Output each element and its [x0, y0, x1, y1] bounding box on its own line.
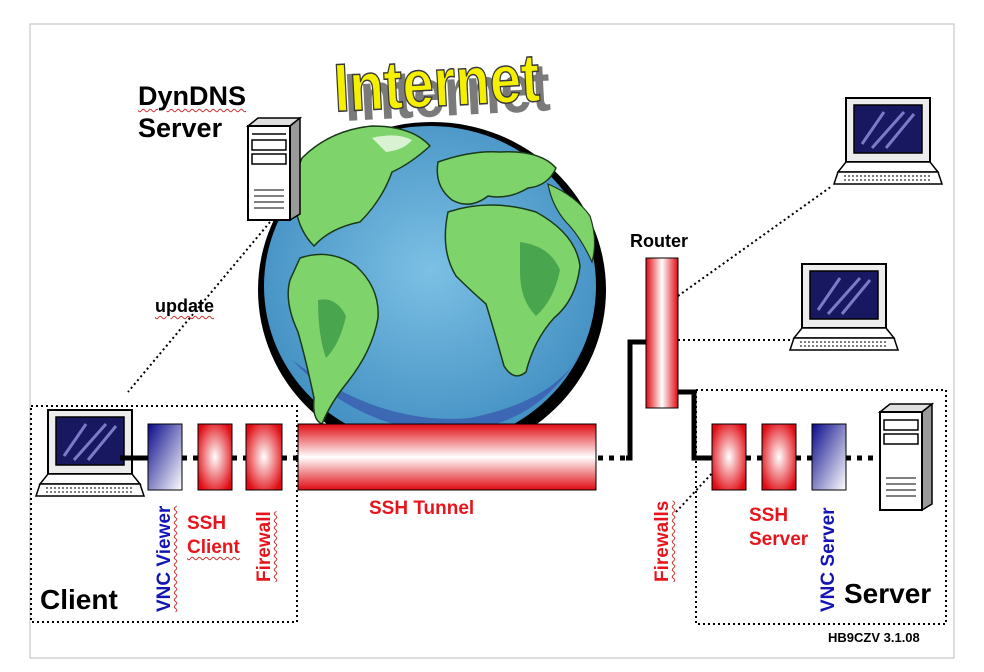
- tower-server-icon: [877, 402, 935, 512]
- ssh-client-label: SSH Client: [187, 512, 240, 560]
- firewalls-label: Firewalls: [652, 500, 673, 582]
- laptop-icon: [788, 263, 900, 351]
- router-label: Router: [630, 231, 688, 251]
- dyndns-server-label: DynDNS Server: [138, 80, 246, 144]
- tunnel-router-link: [626, 339, 646, 461]
- router-block: [645, 257, 679, 409]
- server-label: Server: [844, 578, 932, 609]
- ssh-server-line1: SSH: [749, 505, 789, 526]
- laptop-icon: [34, 409, 146, 497]
- tower-server-icon: [245, 116, 303, 222]
- credit-label: HB9CZV 3.1.08: [828, 630, 920, 645]
- page-frame: [29, 23, 955, 659]
- update-link: [127, 221, 271, 393]
- dyndns-label-line1: DynDNS: [138, 81, 247, 111]
- firewalls-block: [711, 423, 747, 491]
- ssh-client-line1: SSH: [187, 513, 227, 534]
- internet-wordart: Internet Internet: [331, 39, 552, 136]
- firewall-label: Firewall: [254, 511, 275, 582]
- firewall-block: [245, 423, 283, 491]
- ssh-server-line2: Server: [749, 529, 809, 550]
- vnc-server-block: [811, 423, 847, 491]
- svg-text:Internet: Internet: [342, 49, 552, 136]
- vnc-server-label: VNC Server: [818, 507, 839, 612]
- ssh-client-line2: Client: [187, 537, 240, 558]
- svg-text:Internet: Internet: [332, 40, 542, 127]
- update-label: update: [155, 296, 215, 316]
- ssh-client-block: [197, 423, 233, 491]
- ssh-tunnel-bar: [297, 423, 597, 491]
- vnc-viewer-label: VNC Viewer: [154, 505, 175, 612]
- laptop-icon: [832, 97, 944, 185]
- dyndns-label-line2: Server: [138, 113, 223, 143]
- router-link-top-pc: [677, 185, 833, 297]
- ssh-tunnel-label: SSH Tunnel: [369, 498, 475, 519]
- vnc-viewer-block: [147, 423, 183, 491]
- client-zone: [30, 405, 298, 623]
- ssh-server-label: SSH Server: [749, 504, 808, 552]
- globe-icon: [258, 122, 606, 458]
- router-server-link: [678, 389, 712, 461]
- client-label: Client: [40, 584, 118, 615]
- ssh-server-block: [761, 423, 797, 491]
- server-zone: [695, 389, 947, 625]
